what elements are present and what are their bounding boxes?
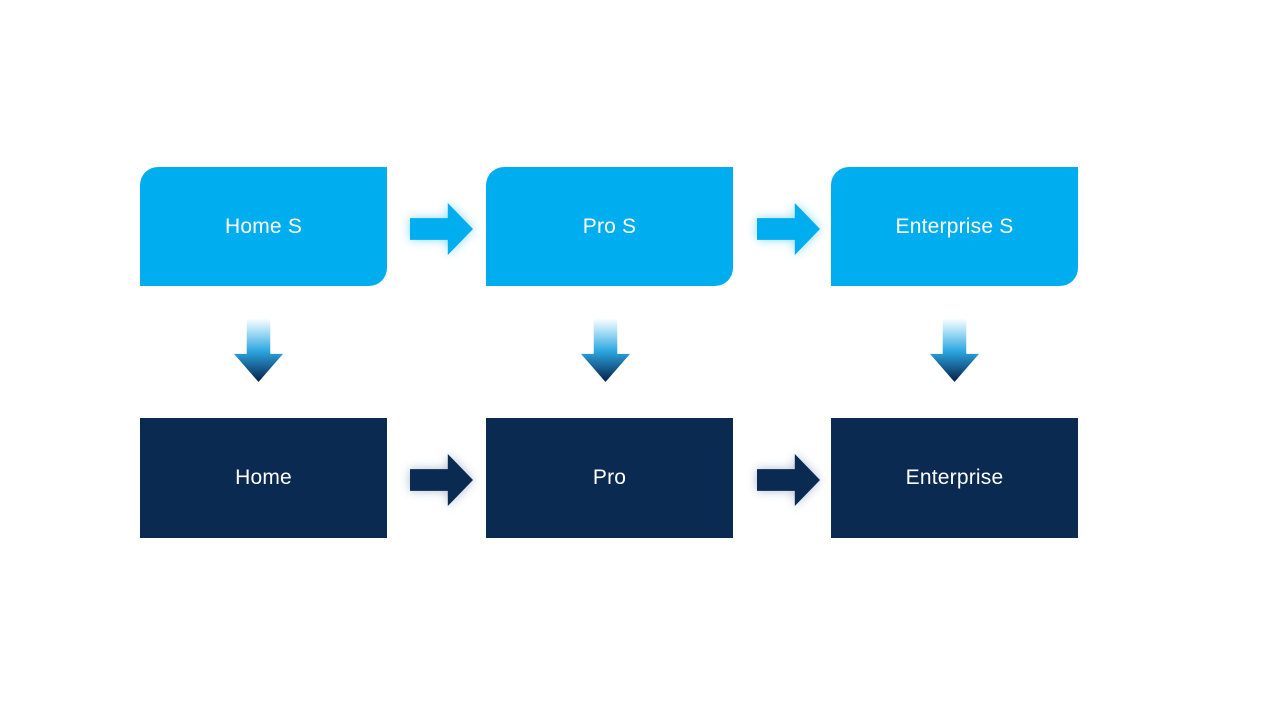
down-arrow-shape bbox=[930, 318, 979, 382]
down-arrow-icon bbox=[581, 318, 630, 382]
node-enterprise-s: Enterprise S bbox=[831, 167, 1078, 286]
node-label: Home bbox=[235, 466, 292, 489]
node-pro-s: Pro S bbox=[486, 167, 733, 286]
node-label: Enterprise S bbox=[895, 214, 1014, 238]
node-enterprise: Enterprise bbox=[831, 418, 1078, 538]
right-arrow-shape bbox=[757, 203, 820, 255]
node-label: Pro bbox=[592, 466, 627, 489]
down-arrow-icon bbox=[234, 318, 283, 382]
right-arrow-shape bbox=[757, 454, 820, 506]
right-arrow-icon bbox=[757, 454, 820, 506]
node-pro: Pro bbox=[486, 418, 733, 538]
right-arrow-icon bbox=[410, 454, 473, 506]
node-label: Home S bbox=[224, 214, 303, 238]
down-arrow-icon bbox=[930, 318, 979, 382]
node-label: Pro S bbox=[582, 214, 637, 238]
right-arrow-icon bbox=[757, 203, 820, 255]
right-arrow-icon bbox=[410, 203, 473, 255]
down-arrow-shape bbox=[581, 318, 630, 382]
down-arrow-shape bbox=[234, 318, 283, 382]
node-home-s: Home S bbox=[140, 167, 387, 286]
right-arrow-shape bbox=[410, 454, 473, 506]
node-label: Enterprise bbox=[905, 466, 1004, 489]
right-arrow-shape bbox=[410, 203, 473, 255]
node-home: Home bbox=[140, 418, 387, 538]
